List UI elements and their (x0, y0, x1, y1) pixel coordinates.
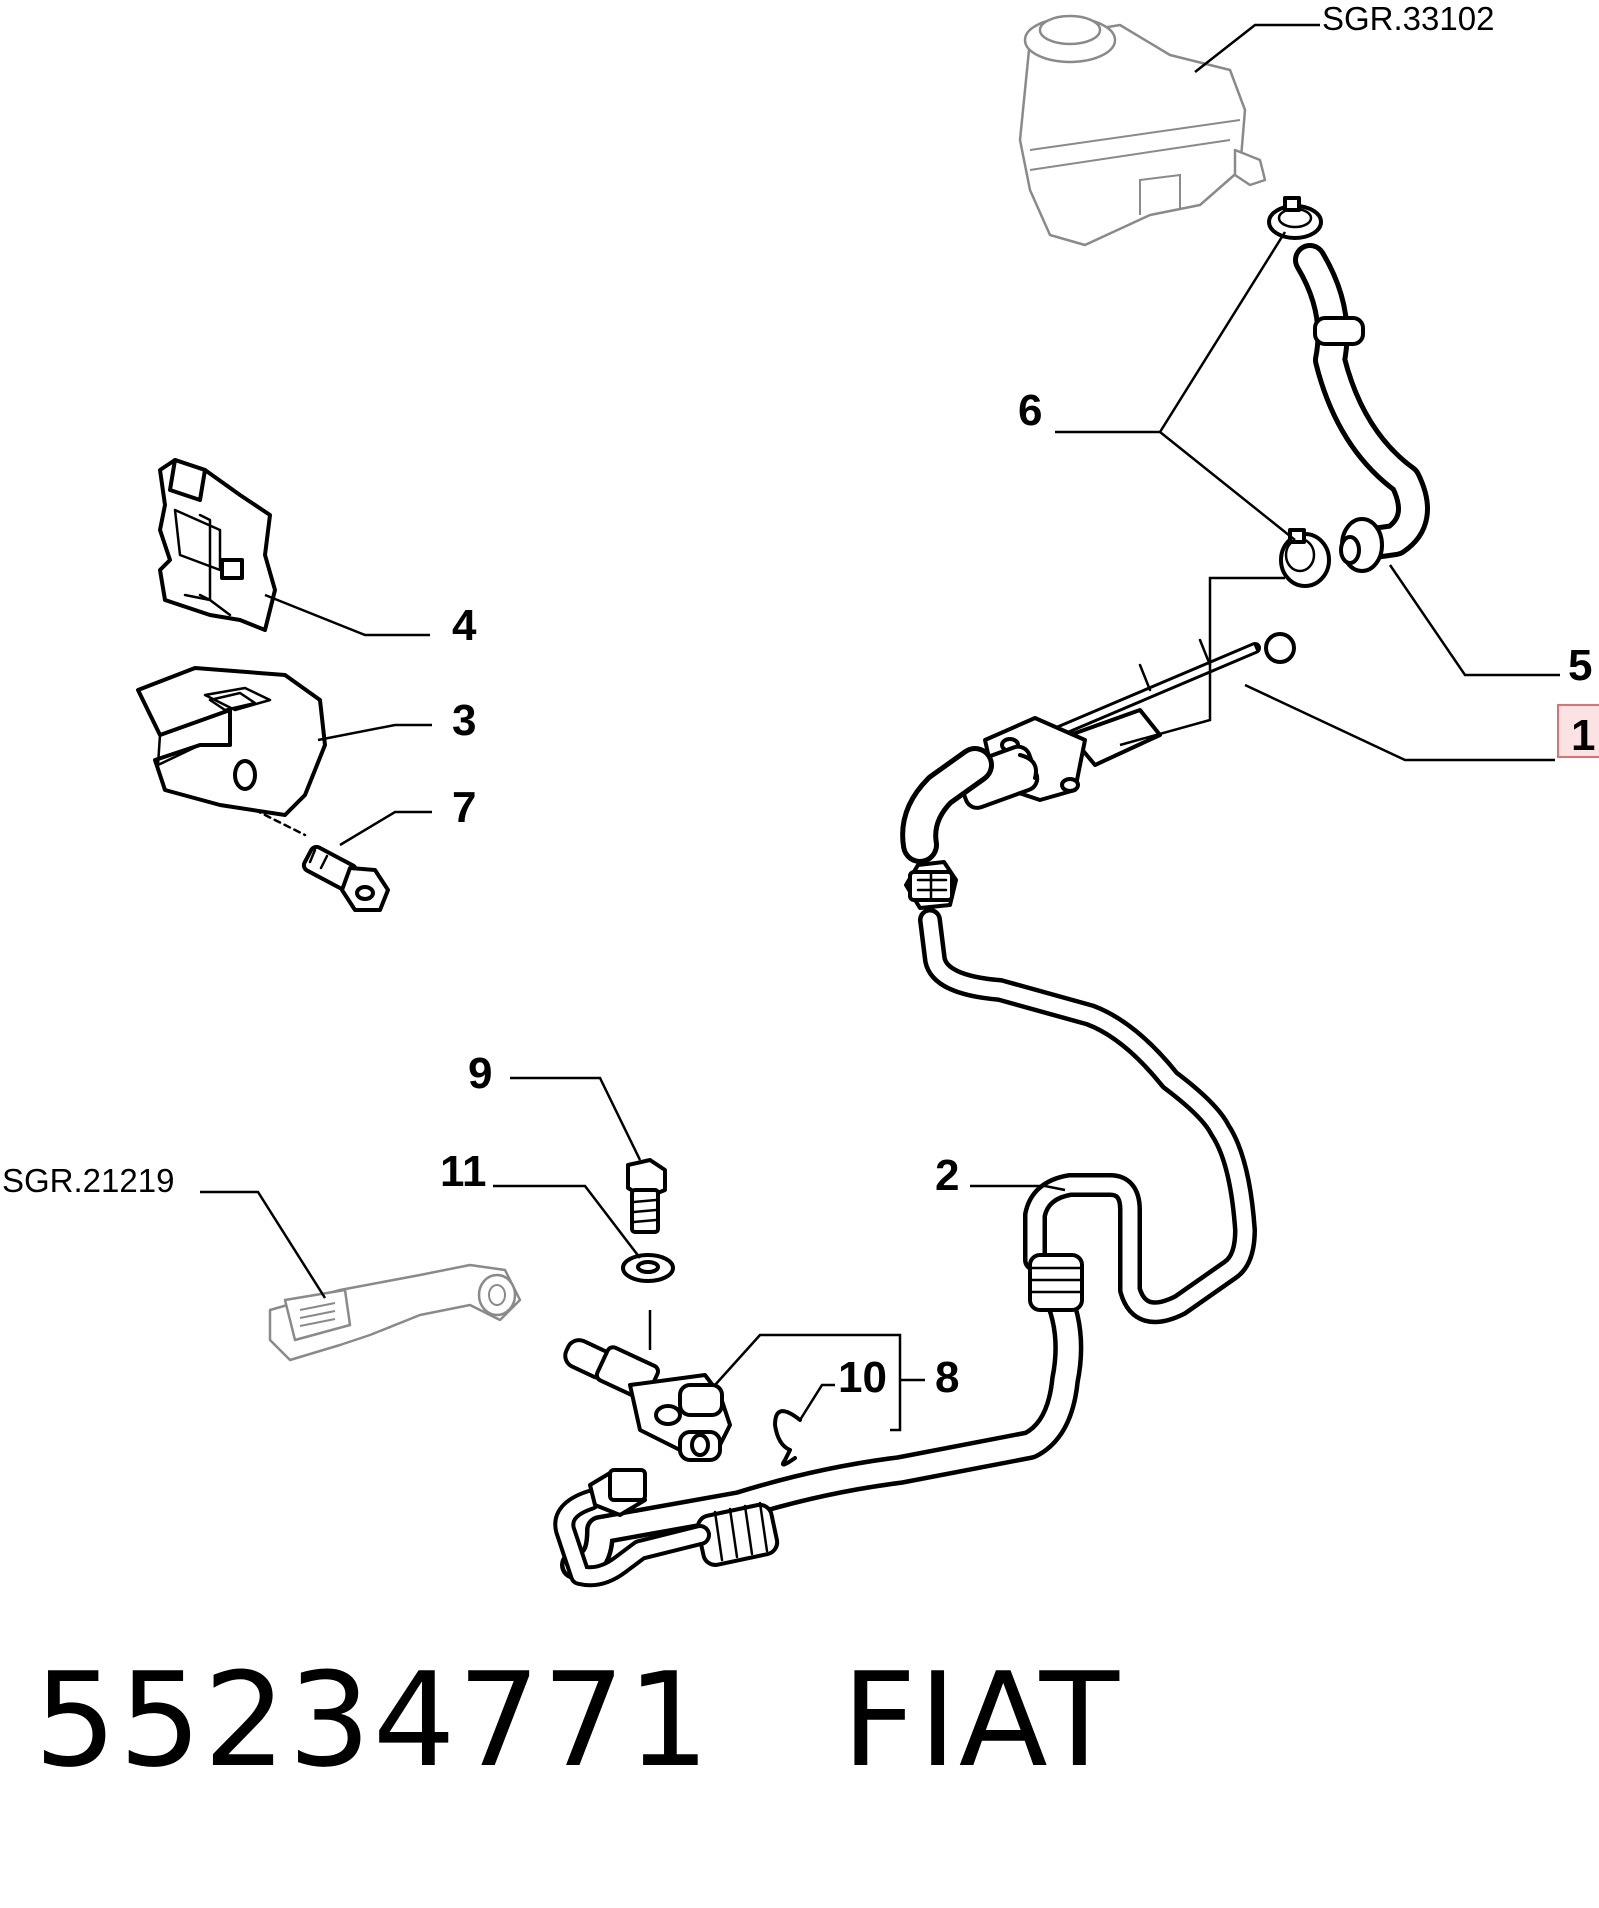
callout-11-leader (493, 1184, 641, 1259)
callout-6: 6 (1018, 386, 1042, 435)
retaining-clip (773, 1409, 802, 1467)
callout-2: 2 (935, 1151, 959, 1200)
release-lever (268, 1263, 522, 1362)
reservoir-leader-line (1194, 23, 1320, 73)
callout-6-leader-lower (1159, 431, 1296, 541)
reservoir-reference: SGR.33102 (1322, 0, 1494, 37)
callout-3: 3 (452, 696, 476, 745)
sealing-washer (621, 1253, 675, 1283)
pedal-switch-bracket (158, 458, 277, 632)
hose-clamp-lower (1279, 528, 1331, 588)
callout-4: 4 (452, 601, 477, 650)
callout-7-leader (339, 810, 432, 847)
switch-support (136, 666, 327, 817)
slave-bolt (626, 1158, 667, 1234)
callout-7: 7 (452, 783, 476, 832)
part-number: 55234771 (34, 1644, 712, 1796)
callout-2-leader (970, 1184, 1066, 1192)
callout-4-leader (264, 593, 430, 637)
lever-leader-line (200, 1190, 327, 1299)
hydraulic-pipe (553, 860, 1257, 1588)
callout-8: 8 (935, 1353, 959, 1402)
callout-8-bracket (714, 1333, 902, 1432)
callout-1-highlight (1557, 704, 1599, 758)
callout-10-leader (798, 1383, 835, 1421)
clamp-to-cylinder-line (1119, 576, 1285, 747)
callout-11: 11 (440, 1147, 487, 1196)
feed-hose (1293, 243, 1430, 573)
callout-5: 5 (1568, 641, 1592, 690)
master-cylinder (900, 632, 1296, 864)
hose-clamp-upper (1267, 196, 1323, 240)
lever-reference: SGR.21219 (2, 1162, 174, 1199)
part-number-caption: 55234771 FIAT (34, 1655, 1121, 1785)
fluid-reservoir (1018, 14, 1267, 247)
callout-3-leader (317, 723, 432, 742)
slave-cylinder (563, 1338, 732, 1462)
callout-5-leader (1388, 564, 1560, 677)
callout-9-leader (510, 1076, 642, 1161)
callout-9: 9 (468, 1049, 492, 1098)
callout-1-leader (1244, 683, 1555, 762)
callout-10: 10 (838, 1353, 887, 1402)
callout-1: 1 (1571, 711, 1595, 760)
brand-name: FIAT (841, 1644, 1122, 1796)
callout-6-leader-upper (1055, 231, 1287, 434)
support-screw (253, 808, 390, 912)
